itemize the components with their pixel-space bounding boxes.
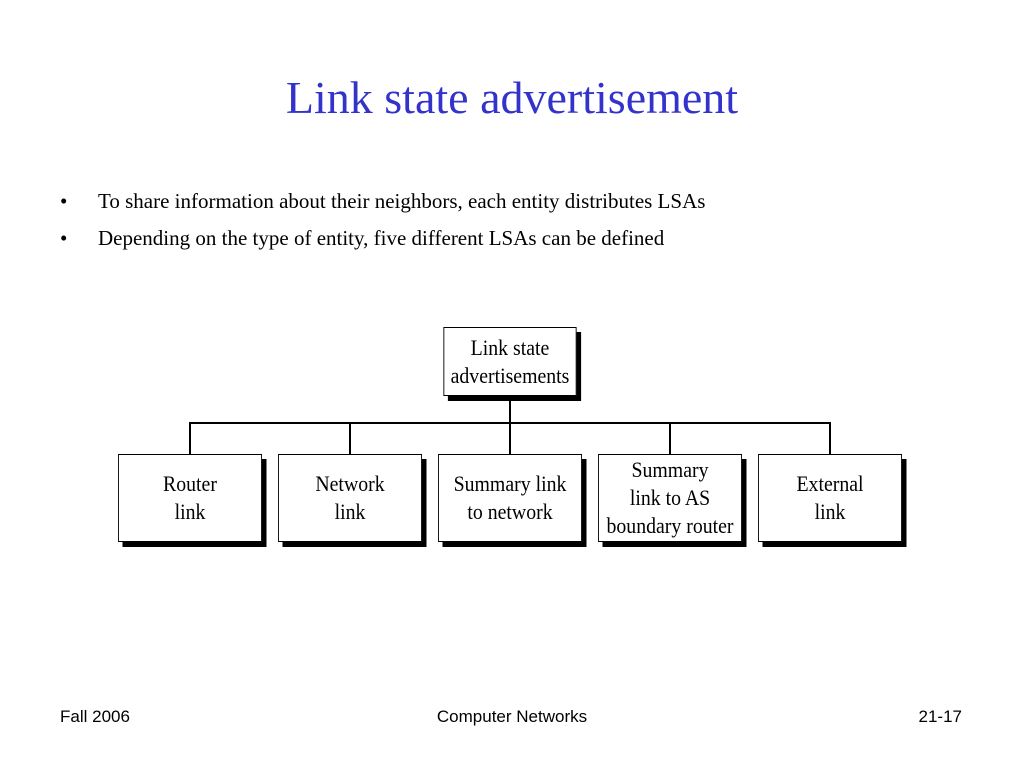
footer-center: Computer Networks [436, 707, 588, 726]
child-connector [189, 422, 191, 454]
root-connector [509, 397, 511, 423]
bullet-list: • To share information about their neigh… [60, 184, 980, 258]
child-node-label: Summary link to AS boundary router [606, 457, 734, 538]
bullet-text: Depending on the type of entity, five di… [98, 226, 665, 250]
bullet-text: To share information about their neighbo… [98, 189, 706, 213]
child-node-label: Router link [163, 471, 217, 524]
child-node-network-link: Network link [278, 454, 422, 542]
child-node-label: Network link [315, 471, 385, 524]
child-node-label: Summary link to network [453, 471, 567, 524]
child-node-label: External link [796, 471, 864, 524]
footer-right: 21-17 [918, 707, 962, 726]
bullet-marker: • [60, 189, 68, 213]
footer-left: Fall 2006 [60, 707, 130, 726]
child-connector [669, 422, 671, 454]
child-node-external-link: External link [758, 454, 902, 542]
root-node-label: Link state advertisements [450, 334, 570, 388]
child-node-router-link: Router link [118, 454, 262, 542]
bullet-item: • To share information about their neigh… [60, 184, 980, 218]
child-connector [349, 422, 351, 454]
child-connector [509, 422, 511, 454]
bullet-marker: • [60, 226, 68, 250]
slide-title: Link state advertisement [285, 72, 739, 123]
child-node-summary-link-network: Summary link to network [438, 454, 582, 542]
child-connector [829, 422, 831, 454]
child-node-summary-link-asbr: Summary link to AS boundary router [598, 454, 742, 542]
bullet-item: • Depending on the type of entity, five … [60, 221, 980, 255]
root-node: Link state advertisements [443, 327, 577, 396]
